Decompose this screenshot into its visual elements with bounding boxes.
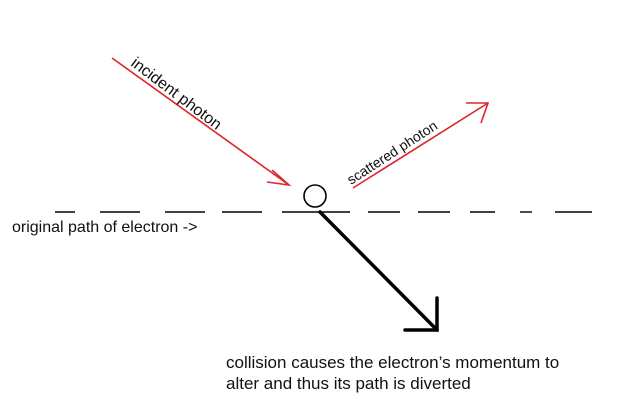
scattered-photon-arrow (352, 102, 490, 189)
caption-line-1: collision causes the electron’s momentum… (226, 353, 560, 372)
collision-caption: collision causes the electron’s momentum… (226, 352, 636, 394)
electron-circle (303, 184, 327, 208)
incident-photon-arrow (111, 57, 292, 187)
incident-photon-label: incident photon (128, 55, 225, 134)
electron-diverted-arrow (318, 210, 439, 332)
scattered-photon-label: scattered photon (344, 117, 440, 187)
original-path-label: original path of electron -> (12, 219, 197, 236)
caption-line-2: alter and thus its path is diverted (226, 374, 471, 393)
